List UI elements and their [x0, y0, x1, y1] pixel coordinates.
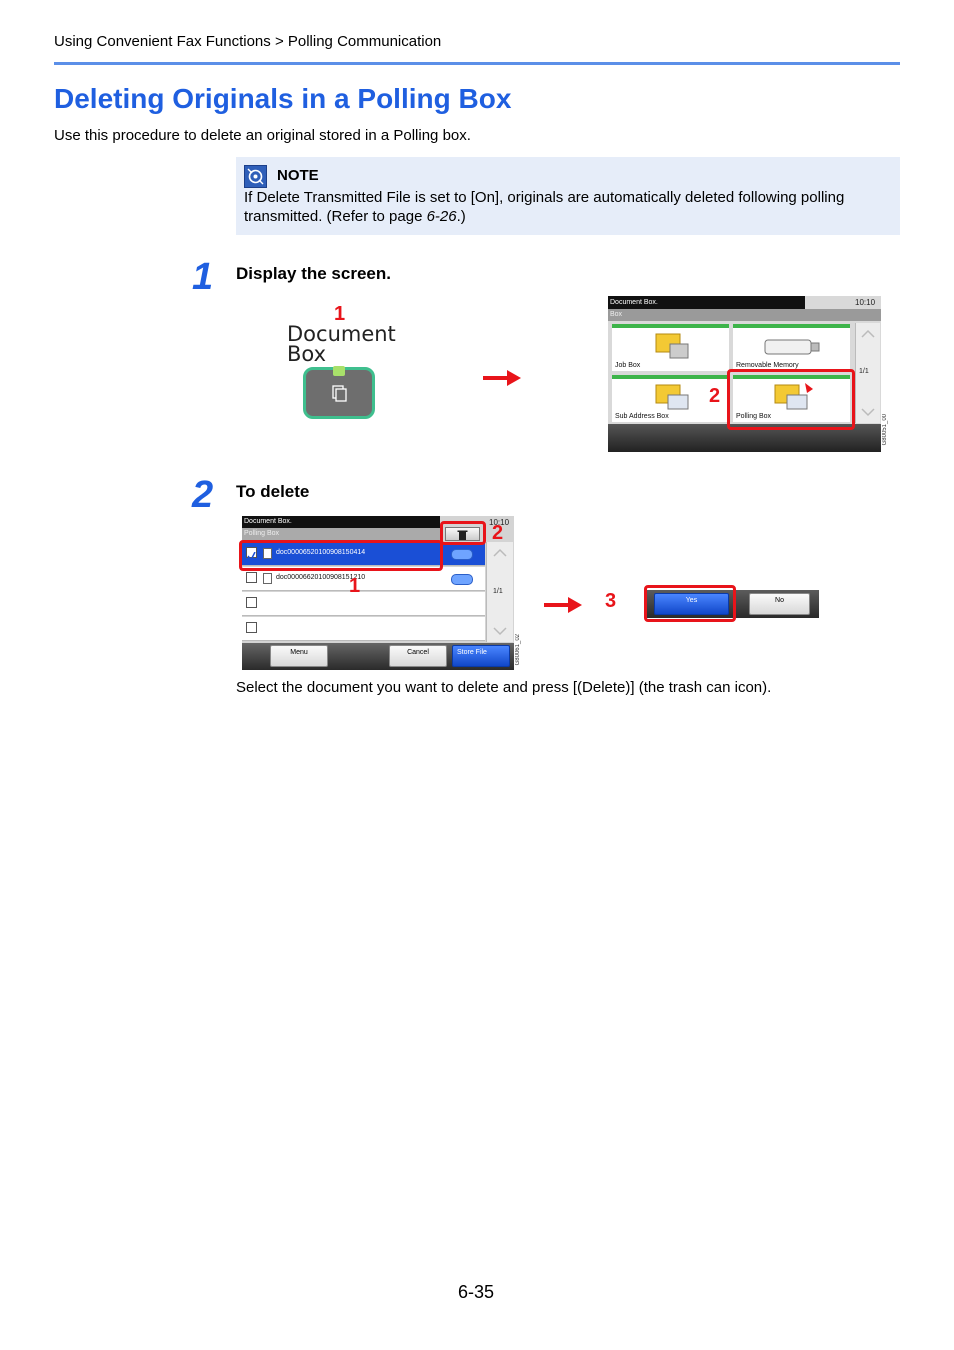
step-2-title: To delete — [236, 482, 310, 501]
polling-box-highlight — [727, 369, 855, 430]
no-button[interactable]: No — [749, 593, 810, 615]
step-2-caption: Select the document you want to delete a… — [236, 679, 772, 696]
list-item[interactable] — [242, 617, 485, 641]
document-box-key[interactable] — [303, 367, 375, 419]
intro-text: Use this procedure to delete an original… — [54, 127, 471, 144]
yes-button[interactable]: Yes — [654, 593, 729, 615]
note-text: If Delete Transmitted File is set to [On… — [244, 189, 845, 225]
arrow-right-icon — [483, 370, 521, 386]
arrow-right-icon — [544, 597, 582, 613]
page-number: 6-35 — [458, 1282, 495, 1302]
screen-bottom-bar: Menu Cancel Store File — [242, 643, 514, 670]
list-item[interactable]: doc00006620100908151210 — [242, 567, 485, 591]
delete-button-highlight — [440, 521, 486, 545]
page-indicator: 1/1 — [493, 588, 503, 595]
screen-subheader: Box — [608, 309, 881, 321]
document-icon — [263, 573, 272, 584]
note-label: NOTE — [277, 167, 319, 184]
polling-box-screen: Document Box. Polling Box 10:10 doc00006… — [242, 516, 514, 670]
image-code: G80061_02 — [515, 634, 521, 666]
note-icon — [244, 165, 267, 188]
page-title: Deleting Originals in a Polling Box — [54, 83, 512, 114]
job-box-tile[interactable]: Job Box — [612, 324, 729, 371]
cancel-button[interactable]: Cancel — [389, 645, 447, 667]
screen-header: Document Box. — [608, 296, 805, 309]
job-box-icon — [655, 333, 689, 359]
document-box-screen: Document Box. 10:10 Box Job Box Removabl… — [608, 296, 881, 452]
checkbox[interactable] — [246, 597, 257, 608]
callout-2: 2 — [709, 385, 721, 407]
callout-3: 3 — [605, 590, 617, 612]
screen-subheader: Polling Box — [242, 528, 440, 540]
screen-header: Document Box. — [242, 516, 440, 528]
yes-button-highlight — [644, 585, 736, 622]
confirm-dialog: Yes No — [646, 590, 819, 618]
detail-button[interactable] — [451, 574, 473, 585]
checkbox[interactable] — [246, 622, 257, 633]
note-page-ref[interactable]: 6-26 — [426, 208, 457, 225]
document-box-icon — [332, 385, 347, 402]
detail-button[interactable] — [451, 549, 473, 560]
note-box: NOTE If Delete Transmitted File is set t… — [236, 157, 900, 235]
step-1-title: Display the screen. — [236, 264, 391, 283]
menu-button[interactable]: Menu — [270, 645, 328, 667]
delete-button[interactable] — [445, 527, 480, 541]
list-item[interactable] — [242, 592, 485, 616]
breadcrumb: Using Convenient Fax Functions > Polling… — [54, 33, 442, 50]
screen-time: 10:10 — [855, 298, 876, 307]
polling-box-icon — [774, 383, 813, 410]
step-1-number: 1 — [192, 256, 214, 298]
removable-memory-tile[interactable]: Removable Memory — [733, 324, 850, 371]
callout-2: 2 — [492, 522, 504, 544]
screen-scrollbar[interactable] — [855, 323, 880, 423]
trash-can-icon — [457, 530, 468, 540]
step-2-number: 2 — [192, 474, 214, 516]
document-box-key-label: Document Box — [287, 322, 396, 366]
list-item[interactable]: doc00006520100908150414 — [242, 542, 485, 566]
document-icon — [263, 548, 272, 559]
sub-address-box-icon — [655, 384, 689, 410]
image-code: G80051_00 — [882, 414, 888, 446]
page-indicator: 1/1 — [859, 368, 869, 375]
callout-1: 1 — [349, 575, 361, 597]
checkbox[interactable] — [246, 572, 257, 583]
callout-1: 1 — [334, 303, 346, 325]
store-file-button[interactable]: Store File — [452, 645, 510, 667]
screen-scrollbar[interactable]: 1/1 — [486, 542, 513, 642]
screen-time: 10:10 — [489, 518, 510, 527]
document-box-led — [333, 366, 345, 376]
usb-memory-icon — [764, 339, 820, 355]
header-rule — [54, 62, 900, 65]
checkbox-checked[interactable] — [246, 547, 257, 562]
polling-box-tile[interactable]: Polling Box — [733, 375, 850, 422]
sub-address-box-tile[interactable]: Sub Address Box — [612, 375, 729, 422]
selected-row-highlight — [239, 540, 443, 571]
